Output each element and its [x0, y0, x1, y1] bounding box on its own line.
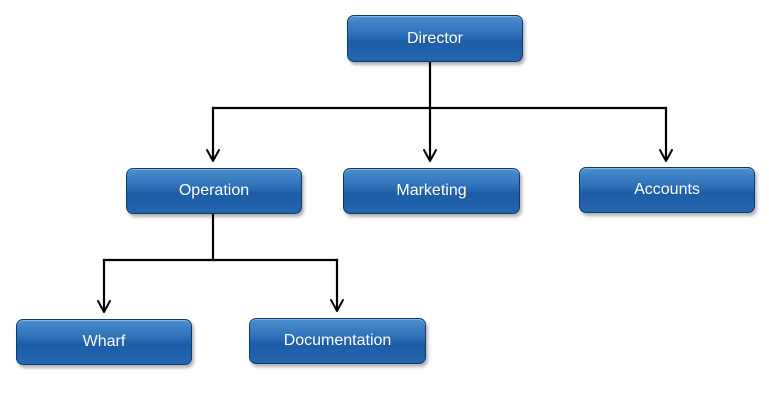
arrowhead-accounts	[659, 149, 673, 162]
arrowhead-wharf	[97, 300, 111, 313]
node-label: Director	[406, 29, 463, 47]
node-label: Marketing	[396, 182, 467, 199]
arrowhead-operation	[206, 149, 220, 162]
node-label: Operation	[178, 182, 250, 199]
arrowhead-documentation	[330, 299, 344, 312]
node-documentation[interactable]: Documentation	[249, 318, 426, 364]
node-accounts[interactable]: Accounts	[579, 167, 755, 213]
node-wharf[interactable]: Wharf	[16, 319, 192, 365]
node-label: Accounts	[634, 181, 700, 198]
node-label: Wharf	[82, 333, 126, 350]
node-marketing[interactable]: Marketing	[343, 168, 520, 214]
node-label: Documentation	[283, 332, 392, 349]
arrowhead-marketing	[423, 149, 437, 162]
node-director[interactable]: Director	[347, 15, 523, 62]
node-operation[interactable]: Operation	[126, 168, 302, 214]
